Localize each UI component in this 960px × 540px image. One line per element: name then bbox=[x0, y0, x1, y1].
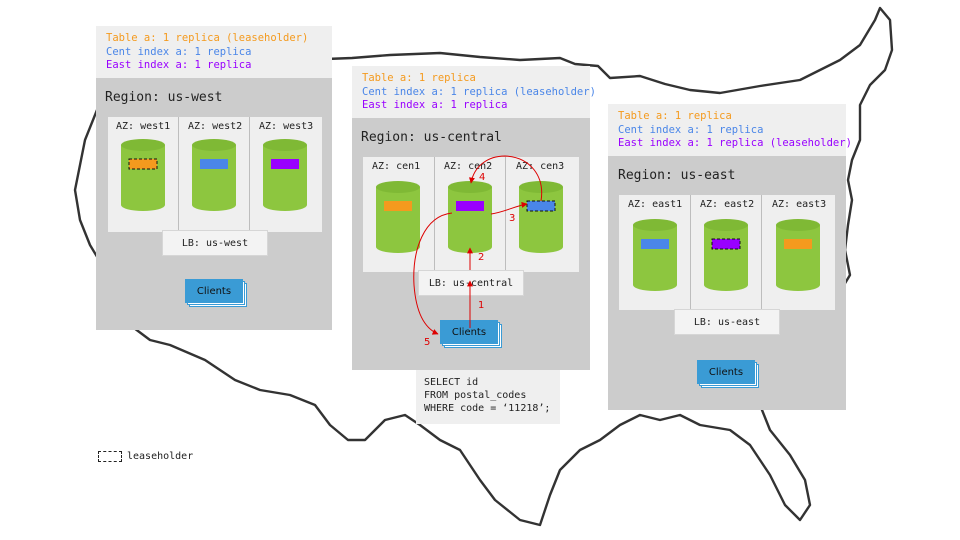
az-label: AZ: cen1 bbox=[372, 161, 421, 172]
database-node-east-3 bbox=[776, 219, 820, 291]
region-title: Region: us-central bbox=[361, 130, 502, 145]
legend-table: Table a: 1 replica (leaseholder) bbox=[106, 32, 309, 44]
az-divider bbox=[434, 157, 435, 272]
cylinder-top bbox=[776, 219, 820, 231]
az-divider bbox=[761, 195, 762, 310]
database-node-west-3 bbox=[263, 139, 307, 211]
az-label: AZ: west3 bbox=[259, 121, 314, 132]
database-node-west-1 bbox=[121, 139, 165, 211]
cylinder-body bbox=[776, 225, 820, 291]
legend-us-west: Table a: 1 replica (leaseholder) Cent in… bbox=[96, 26, 332, 78]
cylinder-top bbox=[448, 181, 492, 193]
arrow-step-4 bbox=[468, 155, 543, 202]
database-node-central-2 bbox=[448, 181, 492, 253]
replica-east-index bbox=[456, 201, 484, 211]
az-label: AZ: east3 bbox=[772, 199, 827, 210]
legend-cent-index: Cent index a: 1 replica (leaseholder) bbox=[362, 85, 596, 98]
az-divider bbox=[505, 157, 506, 272]
replica-cent-index bbox=[200, 159, 228, 169]
cylinder-body bbox=[704, 225, 748, 291]
step-label-3: 3 bbox=[509, 213, 515, 224]
legend-east-index: East index a: 1 replica bbox=[362, 99, 508, 111]
arrow-step-5 bbox=[413, 212, 453, 335]
clients-label: Clients bbox=[440, 320, 498, 344]
database-node-central-3 bbox=[519, 181, 563, 253]
cylinder-body bbox=[448, 187, 492, 253]
database-node-east-1 bbox=[633, 219, 677, 291]
replica-east-index bbox=[271, 159, 299, 169]
request-path: 1 2 3 4 5 bbox=[413, 155, 543, 348]
database-node-west-2 bbox=[192, 139, 236, 211]
clients-us-central[interactable]: Clients bbox=[440, 320, 502, 348]
legend-us-central: Table a: 1 replica Cent index a: 1 repli… bbox=[352, 66, 596, 118]
dashed-box-icon bbox=[98, 451, 122, 462]
legend-east-index: East index a: 1 replica bbox=[106, 59, 252, 71]
cylinder-body bbox=[192, 145, 236, 211]
step-label-4: 4 bbox=[479, 172, 485, 183]
cylinder-body bbox=[376, 187, 420, 253]
legend-cent-index: Cent index a: 1 replica bbox=[618, 123, 764, 136]
az-divider bbox=[690, 195, 691, 310]
load-balancer-us-east[interactable]: LB: us-east bbox=[674, 309, 780, 335]
cylinder-body bbox=[633, 225, 677, 291]
az-label: AZ: west2 bbox=[188, 121, 243, 132]
az-divider bbox=[249, 117, 250, 232]
replica-east-index-leaseholder bbox=[711, 238, 741, 250]
region-title: Region: us-west bbox=[105, 90, 223, 105]
cylinder-top bbox=[376, 181, 420, 193]
cylinder-top bbox=[121, 139, 165, 151]
legend-cent-index: Cent index a: 1 replica bbox=[106, 45, 252, 58]
cylinder-top bbox=[704, 219, 748, 231]
clients-label: Clients bbox=[697, 360, 755, 384]
replica-table-leaseholder bbox=[128, 158, 158, 170]
az-label: AZ: east2 bbox=[700, 199, 755, 210]
legend-table: Table a: 1 replica bbox=[618, 110, 732, 122]
legend-us-east: Table a: 1 replica Cent index a: 1 repli… bbox=[608, 104, 852, 156]
sql-query: SELECT id FROM postal_codes WHERE code =… bbox=[416, 370, 560, 424]
clients-us-west[interactable]: Clients bbox=[185, 279, 247, 307]
step-label-2: 2 bbox=[478, 252, 484, 263]
cylinder-body bbox=[121, 145, 165, 211]
database-node-central-1 bbox=[376, 181, 420, 253]
leaseholder-key-label: leaseholder bbox=[127, 451, 194, 462]
legend-table: Table a: 1 replica bbox=[362, 72, 476, 84]
cylinder-body bbox=[263, 145, 307, 211]
clients-label: Clients bbox=[185, 279, 243, 303]
region-title: Region: us-east bbox=[618, 168, 736, 183]
legend-east-index: East index a: 1 replica (leaseholder) bbox=[618, 137, 852, 149]
arrow-step-3 bbox=[490, 201, 528, 215]
cylinder-top bbox=[263, 139, 307, 151]
database-node-east-2 bbox=[704, 219, 748, 291]
cylinder-body bbox=[519, 187, 563, 253]
replica-cent-index-leaseholder bbox=[526, 200, 556, 212]
az-label: AZ: west1 bbox=[116, 121, 171, 132]
clients-us-east[interactable]: Clients bbox=[697, 360, 759, 388]
replica-cent-index bbox=[641, 239, 669, 249]
replica-table bbox=[784, 239, 812, 249]
leaseholder-key: leaseholder bbox=[98, 451, 193, 462]
az-label: AZ: cen2 bbox=[444, 161, 493, 172]
cylinder-top bbox=[633, 219, 677, 231]
step-label-5: 5 bbox=[424, 337, 430, 348]
az-divider bbox=[178, 117, 179, 232]
replica-table bbox=[384, 201, 412, 211]
load-balancer-us-west[interactable]: LB: us-west bbox=[162, 230, 268, 256]
cylinder-top bbox=[192, 139, 236, 151]
az-label: AZ: cen3 bbox=[516, 161, 565, 172]
step-label-1: 1 bbox=[478, 300, 484, 311]
az-label: AZ: east1 bbox=[628, 199, 683, 210]
